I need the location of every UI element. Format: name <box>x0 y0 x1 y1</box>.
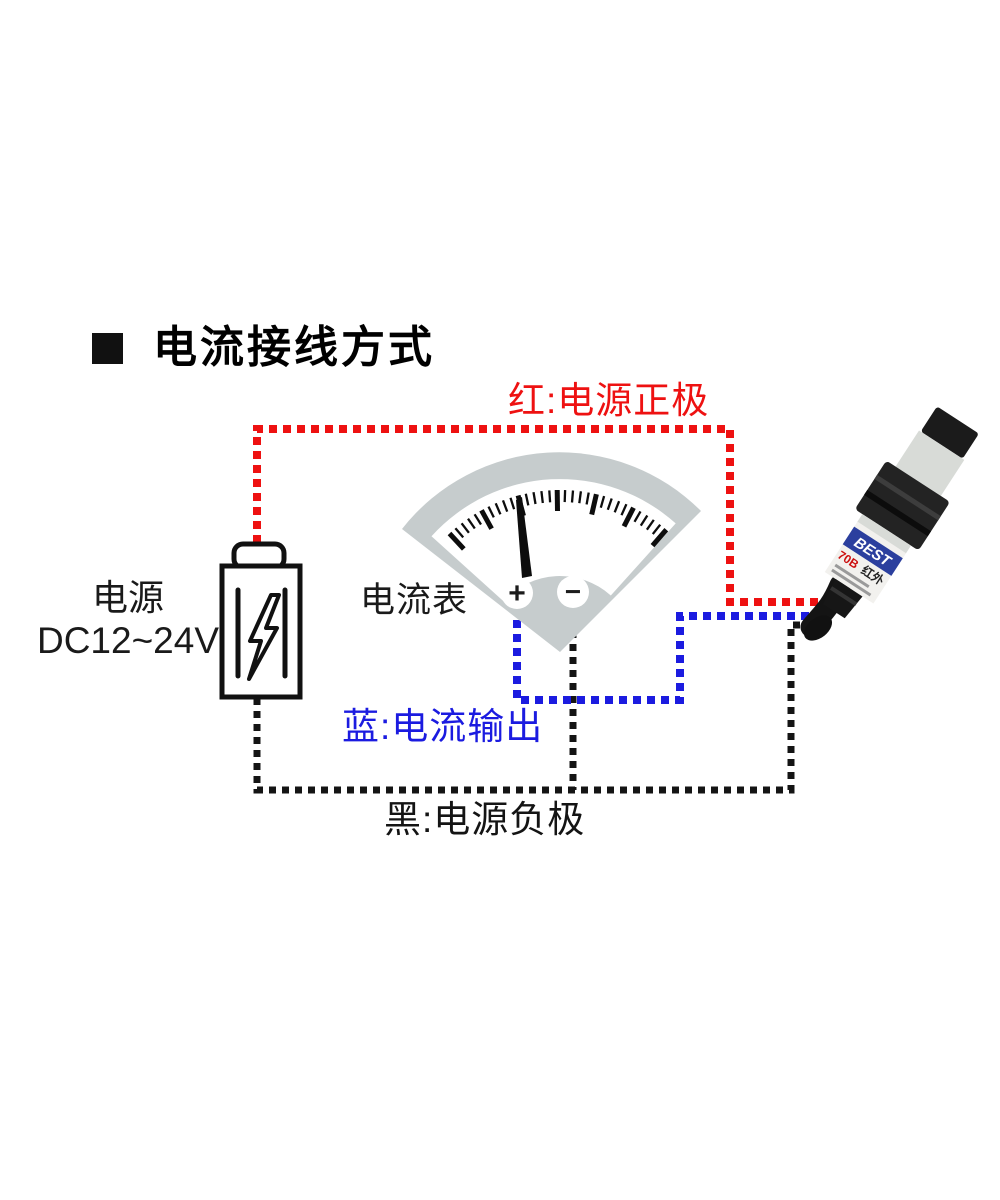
power-supply-label: 电源 DC12~24V <box>36 577 220 663</box>
blue-wire-label: 蓝:电流输出 <box>342 706 544 747</box>
ammeter-label: 电流表 <box>360 581 469 620</box>
minus-terminal-label: − <box>565 576 581 607</box>
plus-terminal <box>501 577 533 609</box>
lightning-bolt-icon <box>247 593 281 681</box>
needle-icon <box>516 497 532 578</box>
minus-terminal <box>557 576 589 608</box>
black-square-bullet-icon <box>92 332 123 364</box>
plus-terminal-label: + <box>508 577 526 610</box>
page-title: 电流接线方式 <box>153 323 435 372</box>
battery-icon <box>219 541 303 700</box>
power-supply-voltage: DC12~24V <box>36 620 220 662</box>
red-wire <box>253 425 833 606</box>
sensor-photo: BEST 70B 红外 <box>822 407 978 619</box>
section-title: 电流接线方式 <box>92 326 435 370</box>
blue-wire <box>513 606 826 704</box>
red-wire-label: 红:电源正极 <box>508 380 710 421</box>
black-wire-label: 黑:电源负极 <box>384 799 586 840</box>
ammeter-gauge-icon: + − <box>402 452 701 652</box>
scale-ticks <box>447 489 669 551</box>
power-supply-name: 电源 <box>91 577 164 618</box>
